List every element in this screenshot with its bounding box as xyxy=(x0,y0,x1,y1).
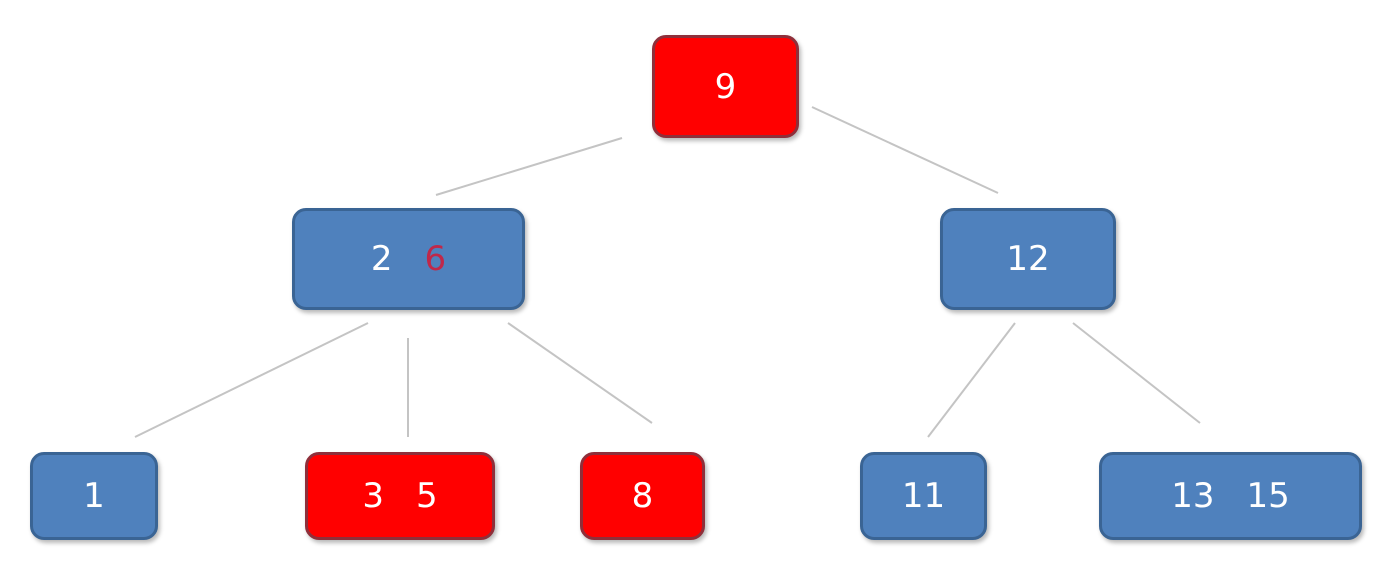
node-key: 3 xyxy=(362,476,384,516)
node-key: 8 xyxy=(631,476,654,516)
tree-node-root: 9 xyxy=(652,35,799,138)
node-key: 6 xyxy=(424,239,447,279)
tree-node-leaf-11: 11 xyxy=(860,452,987,540)
node-key: 11 xyxy=(901,476,946,516)
node-key: 9 xyxy=(714,66,737,107)
node-key: 13 xyxy=(1171,476,1215,516)
edge-right-to-leaf-11 xyxy=(927,322,1016,438)
edge-left-to-leaf-8 xyxy=(507,322,653,424)
node-key: 15 xyxy=(1246,476,1290,516)
edge-root-to-left xyxy=(435,137,623,196)
node-key: 12 xyxy=(1006,239,1050,279)
edge-left-to-leaf-1 xyxy=(134,322,369,438)
tree-node-leaf-8: 8 xyxy=(580,452,705,540)
node-key: 1 xyxy=(83,476,105,516)
node-key: 2 xyxy=(370,239,393,279)
node-key: 5 xyxy=(416,476,438,516)
edge-right-to-leaf-13-15 xyxy=(1072,322,1201,424)
tree-node-right: 12 xyxy=(940,208,1116,310)
edge-root-to-right xyxy=(811,106,999,194)
tree-node-leaf-1: 1 xyxy=(30,452,158,540)
tree-node-leaf-13-15: 13 15 xyxy=(1099,452,1362,540)
